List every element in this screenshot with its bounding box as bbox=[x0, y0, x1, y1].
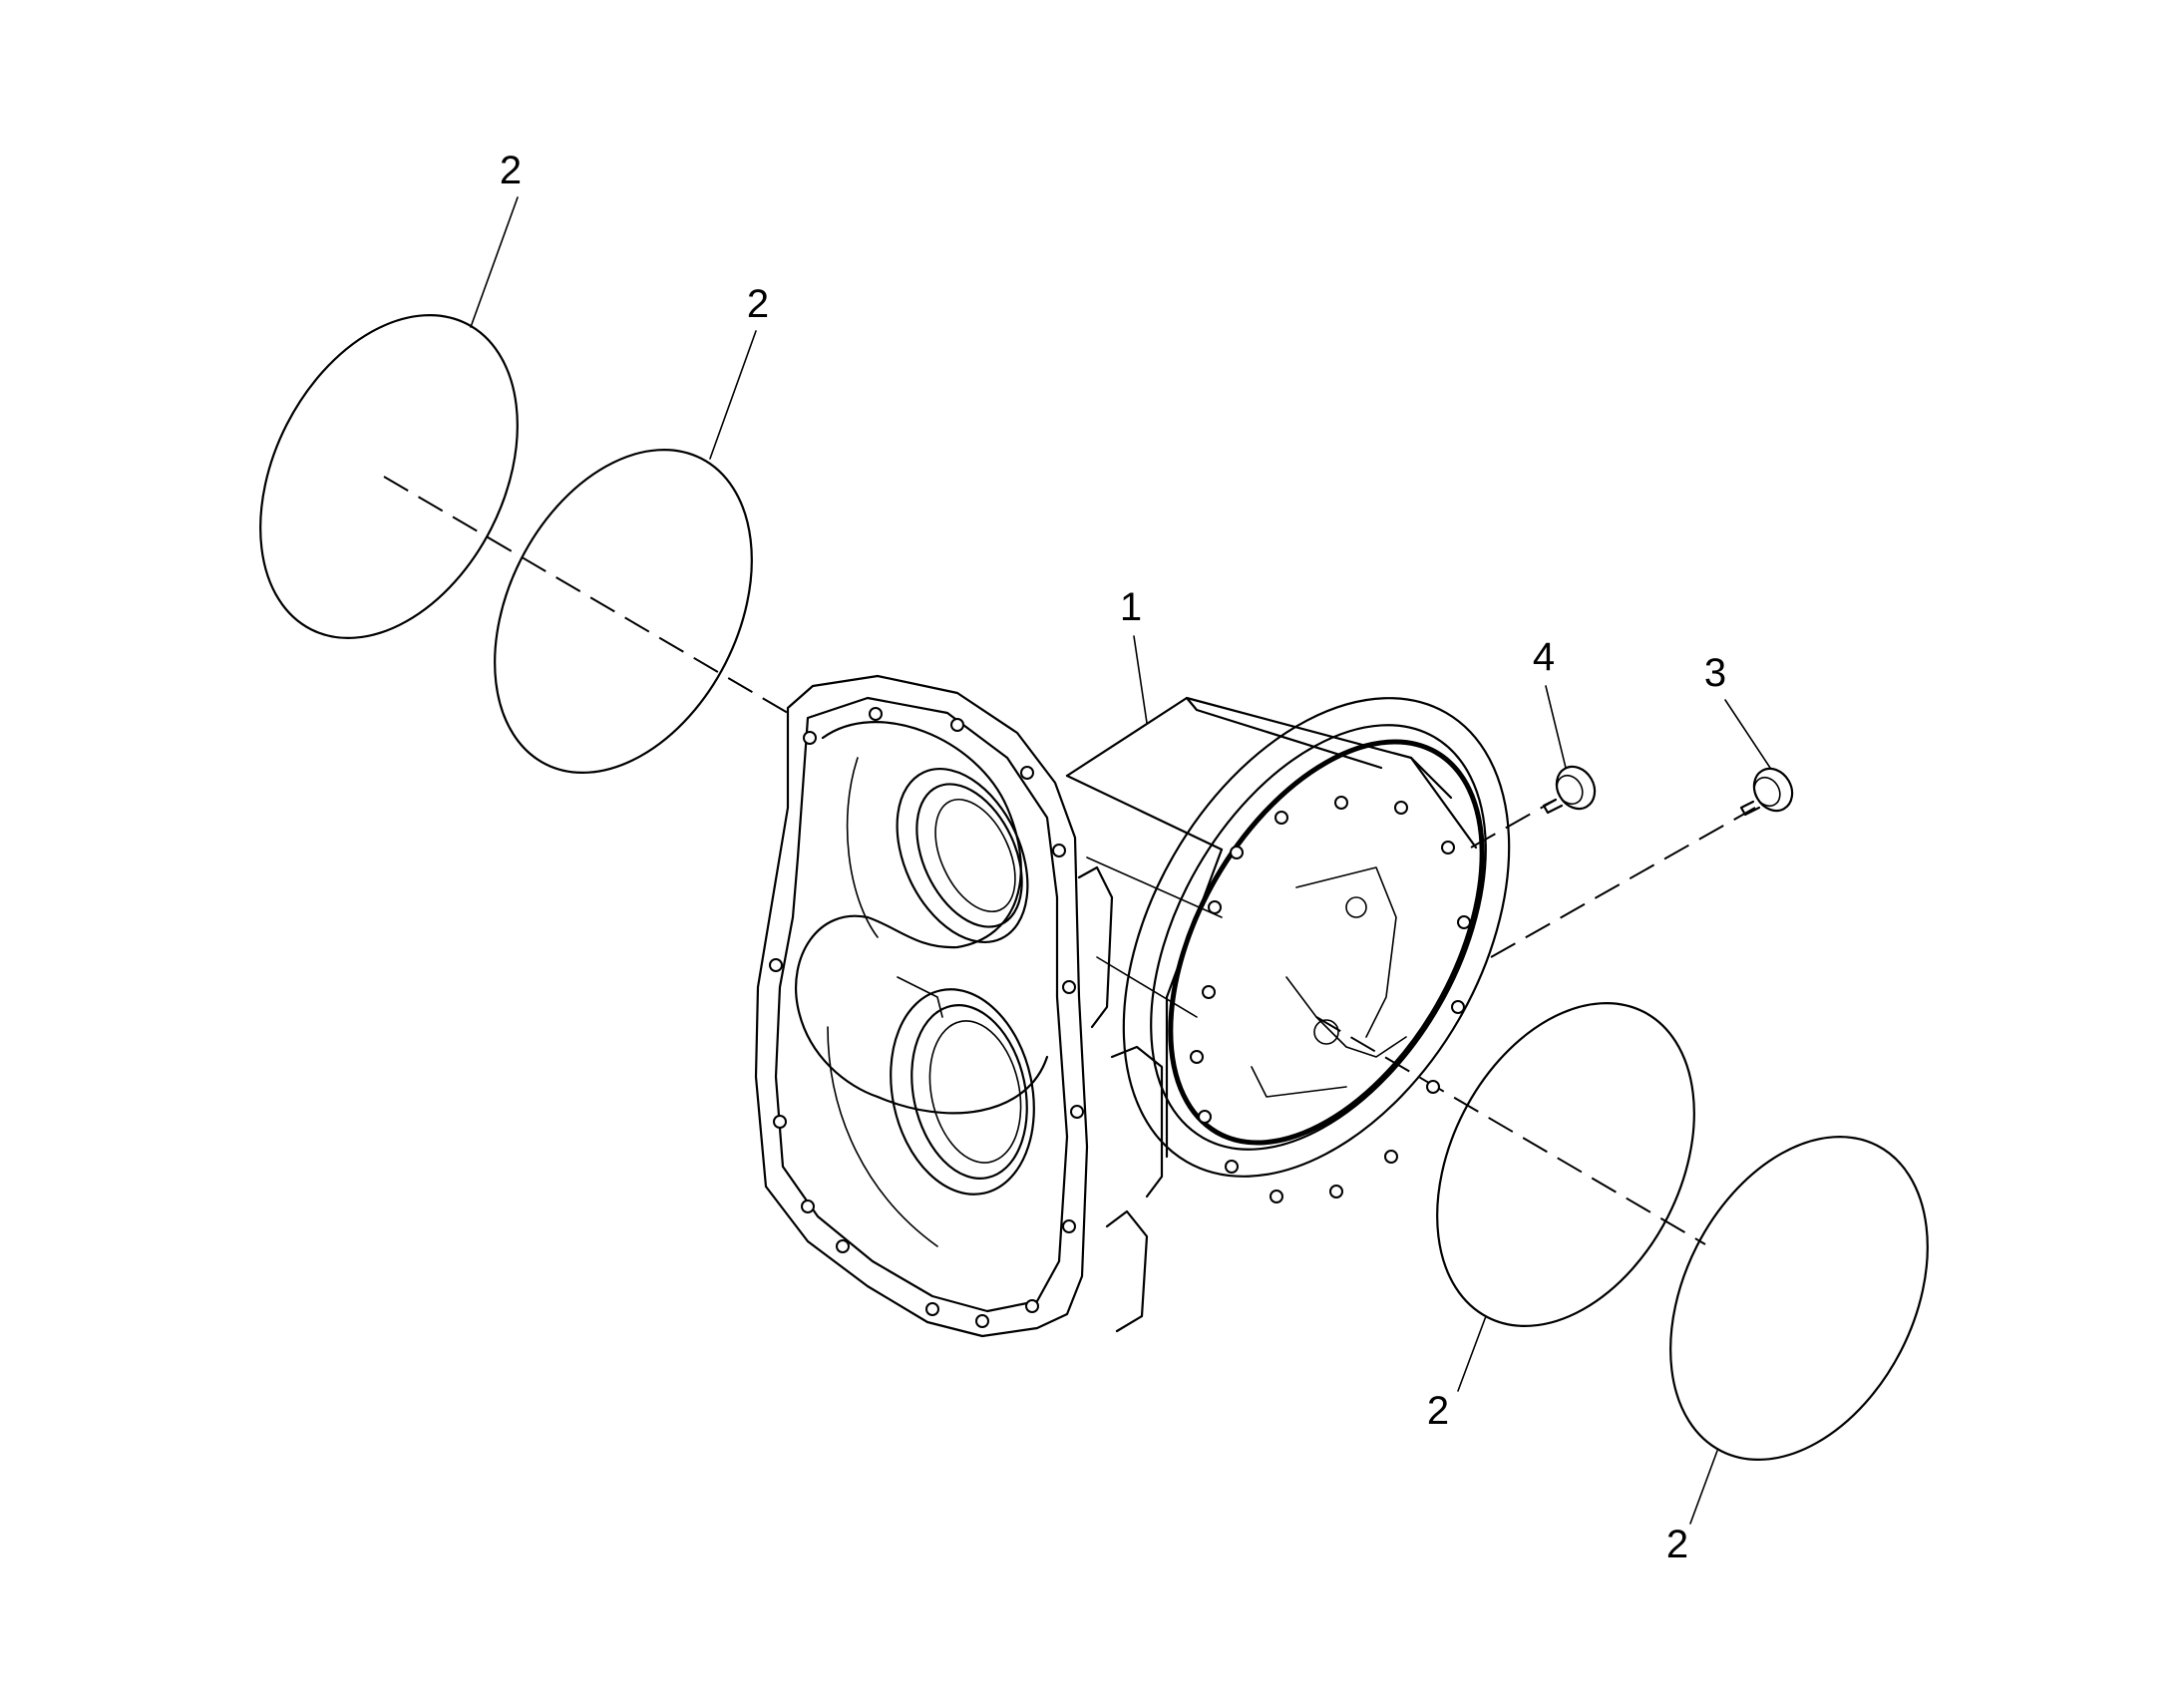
plug-item-3 bbox=[1739, 767, 1794, 817]
shim-ring-upper-left-inner bbox=[494, 448, 753, 775]
callout-2d: 2 bbox=[1666, 1523, 1688, 1566]
callout-2b: 2 bbox=[747, 282, 769, 326]
plug-item-4 bbox=[1542, 765, 1597, 815]
transmission-housing bbox=[754, 674, 1511, 1338]
leader-line-1 bbox=[1133, 635, 1148, 724]
axis-line-upper bbox=[383, 476, 789, 714]
callout-3: 3 bbox=[1704, 651, 1726, 695]
axis-line-plug-3 bbox=[1490, 807, 1756, 958]
leader-line-2d bbox=[1689, 1450, 1718, 1525]
callout-1: 1 bbox=[1120, 585, 1142, 629]
callout-4: 4 bbox=[1533, 635, 1555, 679]
leader-line-2b bbox=[709, 330, 757, 460]
callout-2a: 2 bbox=[500, 149, 522, 192]
leader-line-4 bbox=[1545, 685, 1567, 769]
leader-line-2c bbox=[1457, 1315, 1487, 1392]
leader-line-3 bbox=[1724, 699, 1771, 769]
shim-ring-lower-right-outer bbox=[1669, 1135, 1929, 1462]
callout-2c: 2 bbox=[1427, 1389, 1449, 1433]
shim-ring-upper-left-outer bbox=[259, 313, 519, 640]
leader-line-2a bbox=[470, 196, 519, 328]
shim-ring-lower-right-inner bbox=[1436, 1001, 1695, 1328]
axis-line-lower bbox=[1315, 1016, 1706, 1245]
